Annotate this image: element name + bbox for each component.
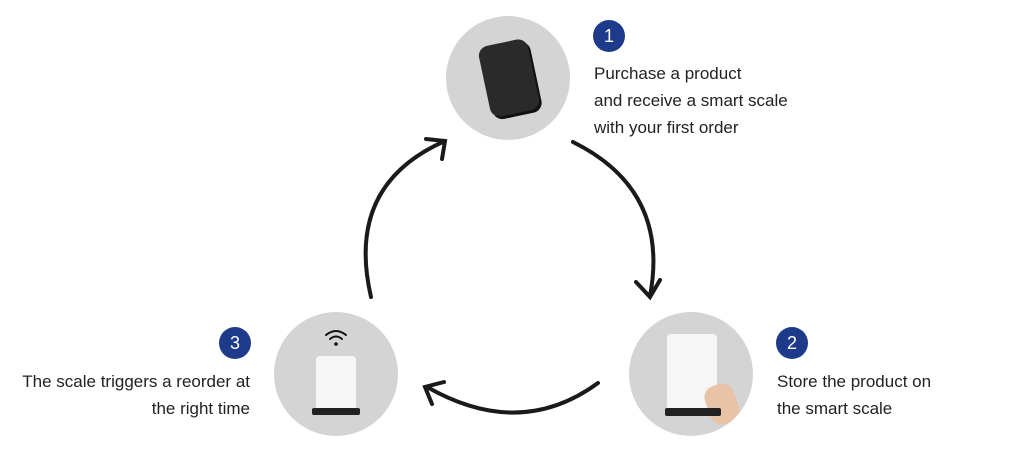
product-pouch-icon xyxy=(316,356,356,408)
step3-line: The scale triggers a reorder at xyxy=(22,372,250,391)
step1-image-scale xyxy=(446,16,570,140)
step2-image-product-on-scale xyxy=(629,312,753,436)
step2-badge: 2 xyxy=(776,327,808,359)
arrowhead-step2 xyxy=(634,278,662,301)
step1-line: and receive a smart scale xyxy=(594,91,788,110)
arrowhead-step3 xyxy=(422,380,446,406)
step2-description: Store the product on the smart scale xyxy=(777,368,931,422)
scale-base-icon xyxy=(312,408,360,415)
step3-badge: 3 xyxy=(219,327,251,359)
scale-base-icon xyxy=(665,408,721,416)
step1-badge: 1 xyxy=(593,20,625,52)
step3-image-reorder xyxy=(274,312,398,436)
step3-line: the right time xyxy=(151,399,250,418)
arrow-step3-to-1 xyxy=(363,139,447,299)
step2-line: Store the product on xyxy=(777,372,932,391)
step2-line: the smart scale xyxy=(777,399,893,418)
step3-description: The scale triggers a reorder at the righ… xyxy=(22,368,250,422)
step1-line: Purchase a product xyxy=(594,64,742,83)
arrow-step1-to-2 xyxy=(571,140,656,298)
wifi-icon xyxy=(325,330,347,346)
arrow-step2-to-3 xyxy=(425,381,600,415)
smart-scale-icon xyxy=(477,37,541,119)
arrowhead-step1 xyxy=(424,137,448,161)
step1-line: with your first order xyxy=(594,118,739,137)
step1-description: Purchase a product and receive a smart s… xyxy=(594,60,788,141)
